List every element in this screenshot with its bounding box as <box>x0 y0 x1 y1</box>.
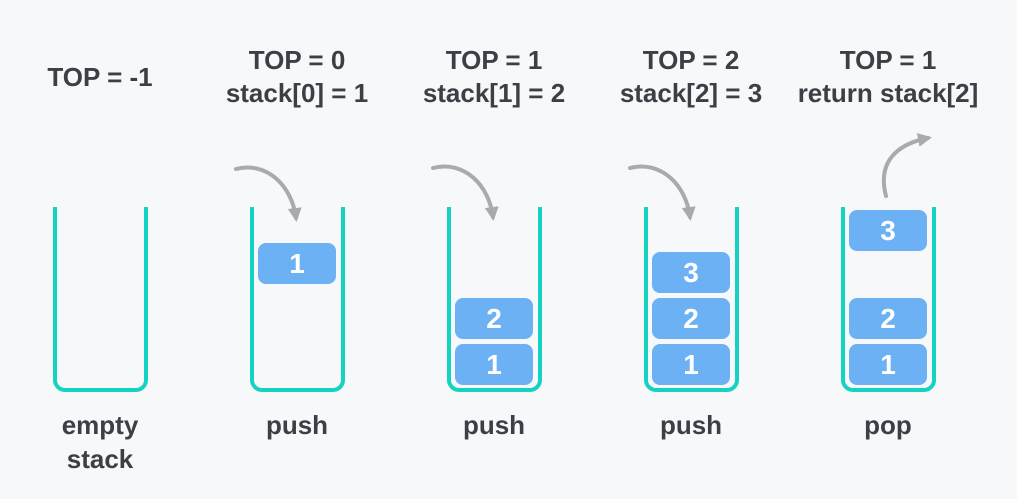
stack-container: 3 2 1 <box>840 207 936 392</box>
stack-element: 3 <box>652 252 730 293</box>
settled-boxes: 3 2 1 <box>652 252 730 385</box>
assignment-text: stack[2] = 3 <box>619 78 763 108</box>
column-push-2: TOP = 1 stack[1] = 2 2 1 push <box>394 0 594 499</box>
settled-boxes: 2 1 <box>455 298 533 385</box>
column-push-1: TOP = 0 stack[0] = 1 1 push <box>197 0 397 499</box>
stack-element: 2 <box>455 298 533 339</box>
column-header: TOP = 0 stack[0] = 1 <box>197 42 397 112</box>
stack-element: 2 <box>652 298 730 339</box>
top-pointer-text: TOP = 1 <box>445 45 543 75</box>
settled-boxes: 2 1 <box>849 298 927 385</box>
operation-label: empty stack <box>61 410 139 474</box>
operation-label: push <box>462 410 526 440</box>
operation-label: push <box>659 410 723 440</box>
stack-element: 1 <box>258 243 336 284</box>
operation-label: pop <box>864 410 912 440</box>
stack-container: 1 <box>249 207 345 392</box>
column-push-3: TOP = 2 stack[2] = 3 3 2 1 push <box>591 0 791 499</box>
top-pointer-text: TOP = -1 <box>47 61 153 92</box>
stack-container: 3 2 1 <box>643 207 739 392</box>
column-header: TOP = 1 stack[1] = 2 <box>394 42 594 112</box>
column-header: TOP = 1 return stack[2] <box>788 42 988 112</box>
stack-element-popped: 3 <box>849 210 927 251</box>
stack-element: 2 <box>849 298 927 339</box>
stack-container: 2 1 <box>446 207 542 392</box>
stack-element: 1 <box>849 344 927 385</box>
return-text: return stack[2] <box>797 78 979 108</box>
stack-element: 1 <box>652 344 730 385</box>
assignment-text: stack[1] = 2 <box>422 78 566 108</box>
top-pointer-text: TOP = 2 <box>642 45 740 75</box>
top-pointer-text: TOP = 1 <box>839 45 937 75</box>
assignment-text: stack[0] = 1 <box>225 78 369 108</box>
top-pointer-text: TOP = 0 <box>248 45 346 75</box>
column-empty-stack: TOP = -1 empty stack <box>0 0 200 499</box>
column-header: TOP = -1 <box>0 42 200 112</box>
operation-label: push <box>265 410 329 440</box>
column-pop: TOP = 1 return stack[2] 3 2 1 pop <box>788 0 988 499</box>
stack-element: 1 <box>455 344 533 385</box>
column-header: TOP = 2 stack[2] = 3 <box>591 42 791 112</box>
stack-container <box>52 207 148 392</box>
